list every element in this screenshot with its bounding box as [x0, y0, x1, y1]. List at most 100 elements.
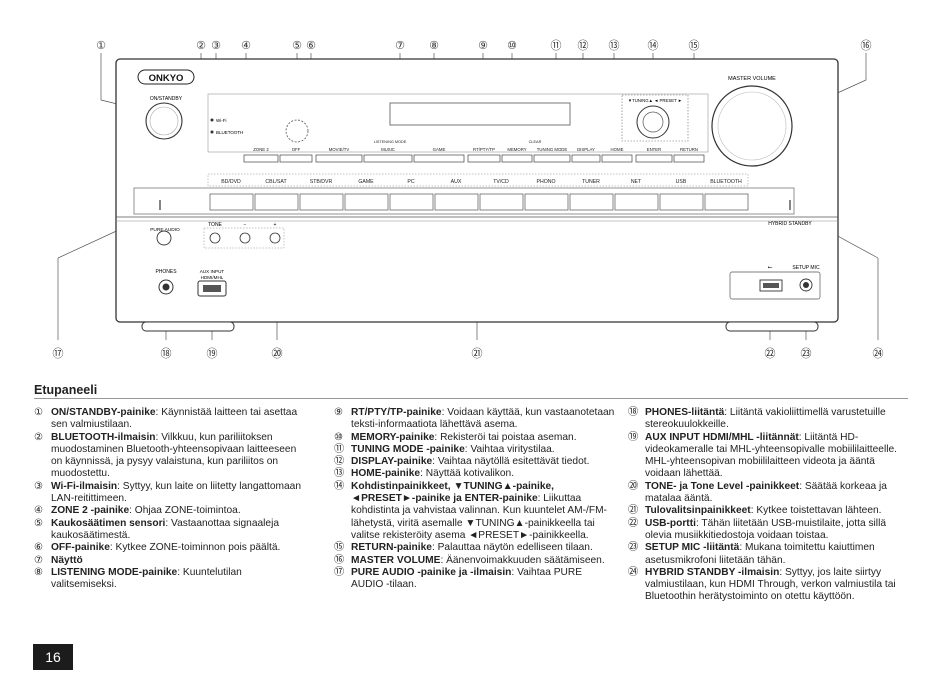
listening-mode-movie-button[interactable]	[315, 154, 363, 163]
input-bd-dvd[interactable]	[209, 193, 254, 211]
input-phono[interactable]	[524, 193, 569, 211]
tone-minus-button[interactable]	[239, 232, 251, 244]
svg-text:Wi-Fi: Wi-Fi	[216, 118, 227, 123]
svg-text:PC: PC	[407, 179, 414, 185]
svg-text:HOME: HOME	[611, 147, 624, 152]
enter-button[interactable]	[635, 154, 673, 163]
callout-3: ③	[211, 40, 221, 52]
tone-plus-button[interactable]	[269, 232, 281, 244]
callout-23: ㉓	[801, 347, 812, 360]
callout-9: ⑨	[478, 40, 488, 52]
svg-text:AUX INPUT: AUX INPUT	[200, 269, 225, 274]
listening-mode-music-button[interactable]	[363, 154, 413, 163]
display-button[interactable]	[571, 154, 601, 163]
input-usb[interactable]	[659, 193, 704, 211]
svg-text:BLUETOOTH: BLUETOOTH	[216, 130, 243, 135]
input-pc[interactable]	[389, 193, 434, 211]
svg-text:MEMORY: MEMORY	[507, 147, 526, 152]
callout-20: ⑳	[272, 347, 283, 360]
tuning-mode-button[interactable]	[533, 154, 571, 163]
on-standby-button[interactable]	[145, 102, 183, 140]
svg-text:OFF: OFF	[292, 147, 301, 152]
svg-text:GAME: GAME	[358, 179, 374, 185]
svg-text:BLUETOOTH: BLUETOOTH	[710, 179, 742, 185]
svg-text:LISTENING MODE: LISTENING MODE	[374, 140, 407, 144]
off-button[interactable]	[279, 154, 313, 163]
input-stb-dvr[interactable]	[299, 193, 344, 211]
section-title: Etupaneeli	[34, 383, 98, 397]
callout-7: ⑦	[395, 40, 405, 52]
display	[389, 102, 571, 126]
home-button[interactable]	[601, 154, 633, 163]
svg-text:BD/DVD: BD/DVD	[221, 179, 241, 185]
input-cbl-sat[interactable]	[254, 193, 299, 211]
master-volume-knob[interactable]	[711, 85, 793, 167]
callout-6: ⑥	[306, 40, 316, 52]
svg-text:RT/PTY/TP: RT/PTY/TP	[473, 147, 495, 152]
svg-text:CBL/SAT: CBL/SAT	[265, 179, 287, 185]
callout-22: ㉒	[765, 347, 776, 360]
callout-21: ㉑	[472, 347, 483, 360]
listening-mode-game-button[interactable]	[413, 154, 465, 163]
input-tuner[interactable]	[569, 193, 614, 211]
callout-4: ④	[241, 40, 251, 52]
callout-11: ⑪	[551, 39, 562, 52]
svg-text:CLEAR: CLEAR	[529, 140, 542, 144]
return-button[interactable]	[673, 154, 705, 163]
svg-text:STB/DVR: STB/DVR	[310, 179, 333, 185]
zone2-button[interactable]	[243, 154, 279, 163]
pure-audio-button[interactable]	[156, 230, 172, 246]
svg-text:MASTER VOLUME: MASTER VOLUME	[728, 76, 776, 82]
svg-text:PHONES: PHONES	[155, 269, 177, 275]
svg-text:−: −	[244, 222, 247, 228]
svg-text:PHONO: PHONO	[536, 179, 555, 185]
svg-text:ON/STANDBY: ON/STANDBY	[150, 96, 183, 102]
input-net[interactable]	[614, 193, 659, 211]
callout-16: ⑯	[861, 39, 872, 52]
input-tv-cd[interactable]	[479, 193, 524, 211]
svg-text:HDMI/MHL: HDMI/MHL	[201, 275, 224, 280]
memory-button[interactable]	[501, 154, 533, 163]
svg-text:MUSIC: MUSIC	[381, 147, 395, 152]
svg-text:ONKYO: ONKYO	[149, 73, 184, 84]
input-bluetooth[interactable]	[704, 193, 749, 211]
callout-19: ⑲	[207, 347, 218, 360]
rt-pty-tp-button[interactable]	[467, 154, 501, 163]
onkyo-logo	[137, 69, 195, 85]
tone-button[interactable]	[209, 232, 221, 244]
svg-text:SETUP MIC: SETUP MIC	[792, 265, 820, 271]
callout-24: ㉔	[873, 347, 884, 360]
svg-text:RETURN: RETURN	[680, 147, 698, 152]
callout-10: ⑩	[507, 40, 517, 52]
svg-text:ZONE 2: ZONE 2	[253, 147, 269, 152]
callout-18: ⑱	[161, 347, 172, 360]
svg-text:TUNING MODE: TUNING MODE	[537, 147, 568, 152]
enter-dial-center[interactable]	[642, 111, 664, 133]
input-aux[interactable]	[434, 193, 479, 211]
svg-text:ENTER: ENTER	[647, 147, 662, 152]
input-game[interactable]	[344, 193, 389, 211]
divider	[34, 398, 908, 399]
callout-8: ⑧	[429, 40, 439, 52]
svg-text:HYBRID STANDBY: HYBRID STANDBY	[768, 221, 812, 227]
svg-text:AUX: AUX	[451, 179, 462, 185]
callout-1: ①	[96, 40, 106, 52]
